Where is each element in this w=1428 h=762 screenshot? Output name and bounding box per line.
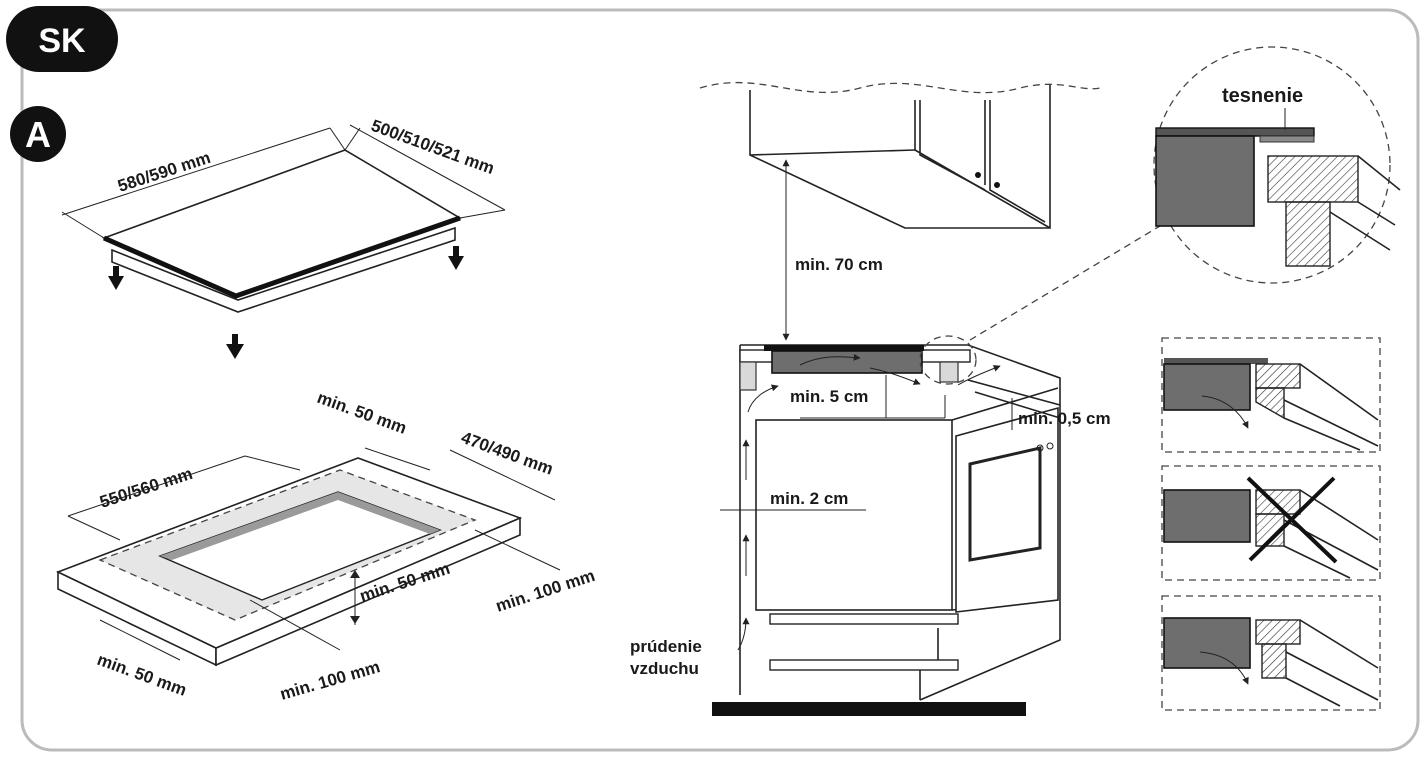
airflow-label-line2: vzduchu — [630, 659, 699, 678]
wall-gap-label: min. 2 cm — [770, 489, 848, 508]
hob-drawing — [61, 124, 506, 359]
airflow-label-line1: prúdenie — [630, 637, 702, 656]
cutout-width-label: 550/560 mm — [97, 464, 195, 512]
figure-badge-text: A — [25, 114, 51, 155]
under-gap-label: min. 5 cm — [790, 387, 868, 406]
detail-panel-3 — [1161, 595, 1381, 711]
hood-clearance-label: min. 70 cm — [795, 255, 883, 274]
front-margin-label: min. 100 mm — [278, 657, 382, 704]
rear-gap-label: min. 0,5 cm — [1018, 409, 1111, 428]
back-margin-label: min. 50 mm — [315, 388, 409, 438]
figure-badge: A — [10, 106, 66, 162]
worktop-drawing — [55, 447, 561, 667]
detail-panel-2-incorrect — [1161, 465, 1381, 581]
seal-label: tesnenie — [1222, 85, 1303, 107]
cabinet-drawing — [699, 81, 1171, 716]
hob-depth-label: 500/510/521 mm — [369, 116, 497, 178]
language-badge-text: SK — [38, 22, 86, 60]
outer-frame — [20, 8, 1420, 752]
language-badge: SK — [6, 6, 118, 72]
right-margin-label: min. 100 mm — [493, 566, 597, 616]
cutout-depth-label: 470/490 mm — [459, 428, 556, 479]
seal-detail — [1153, 46, 1401, 284]
detail-panel-1 — [1161, 337, 1381, 453]
hob-width-label: 580/590 mm — [115, 148, 213, 196]
